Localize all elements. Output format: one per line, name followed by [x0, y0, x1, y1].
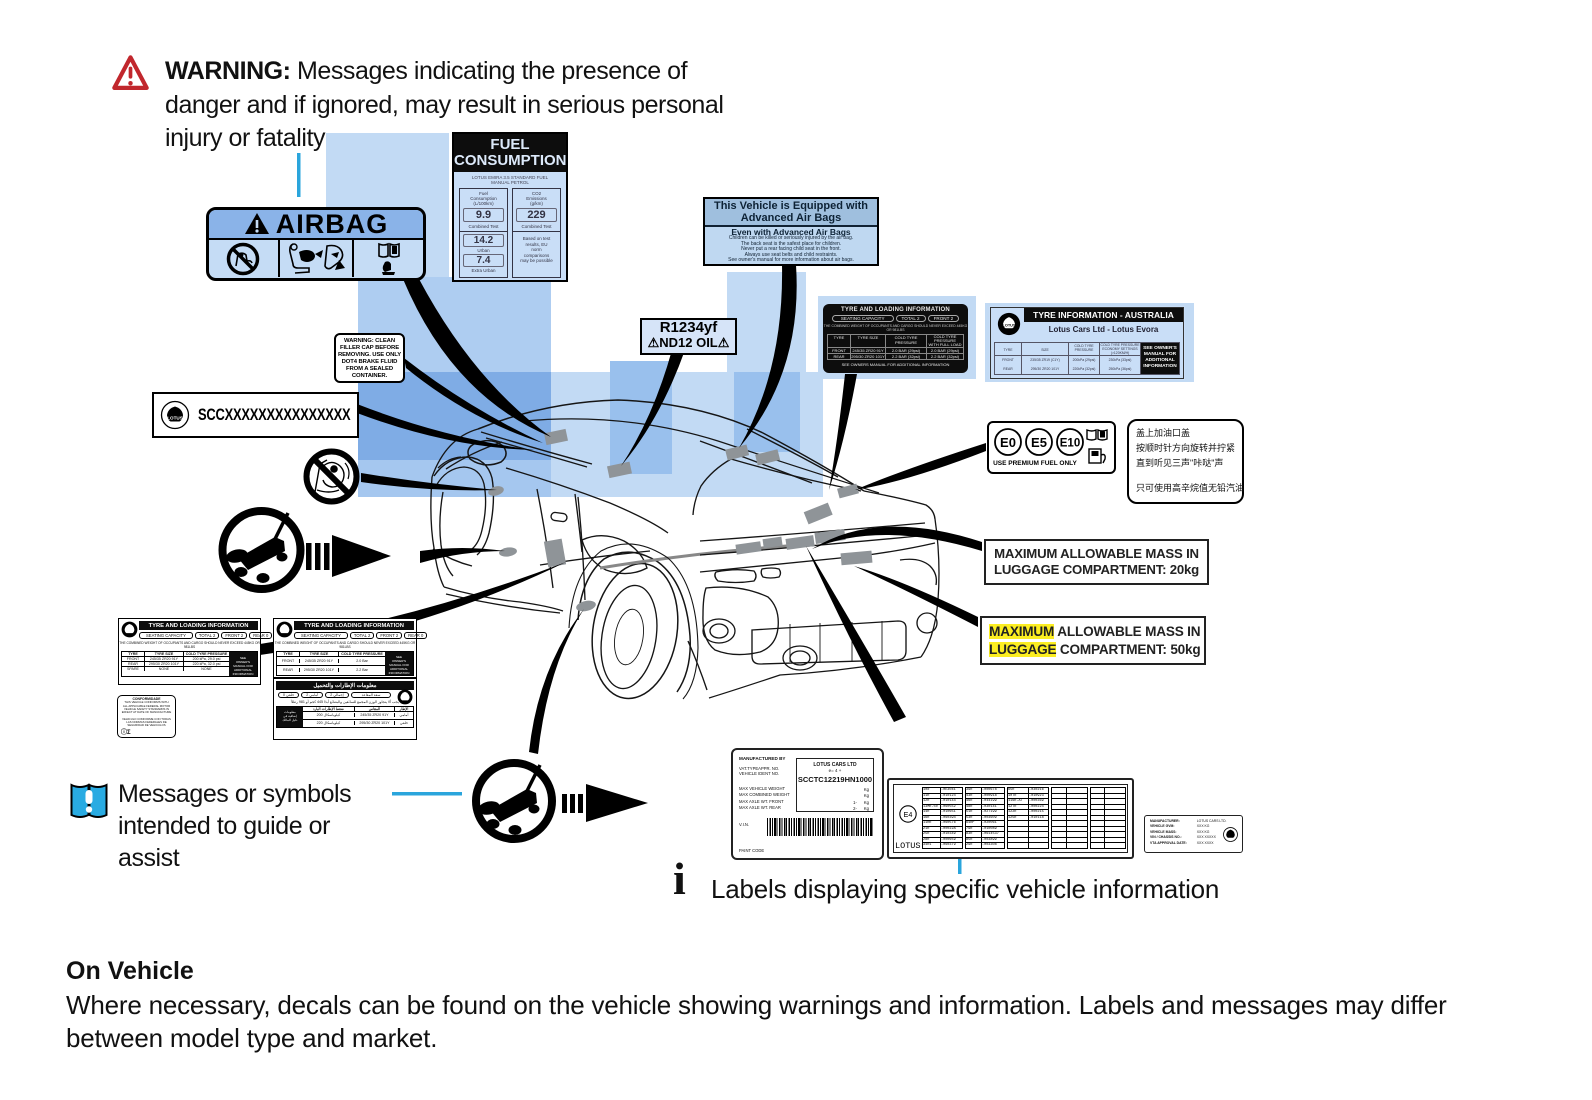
svg-text:E10: E10 — [1060, 438, 1080, 450]
svg-text:E5: E5 — [1031, 435, 1047, 450]
svg-text:LOTUS: LOTUS — [1002, 324, 1015, 328]
svg-text:E0: E0 — [1000, 435, 1016, 450]
svg-text:USE PREMIUM FUEL ONLY: USE PREMIUM FUEL ONLY — [993, 460, 1077, 467]
svg-text:LOTUS: LOTUS — [167, 416, 183, 421]
svg-text:E4: E4 — [904, 810, 913, 819]
